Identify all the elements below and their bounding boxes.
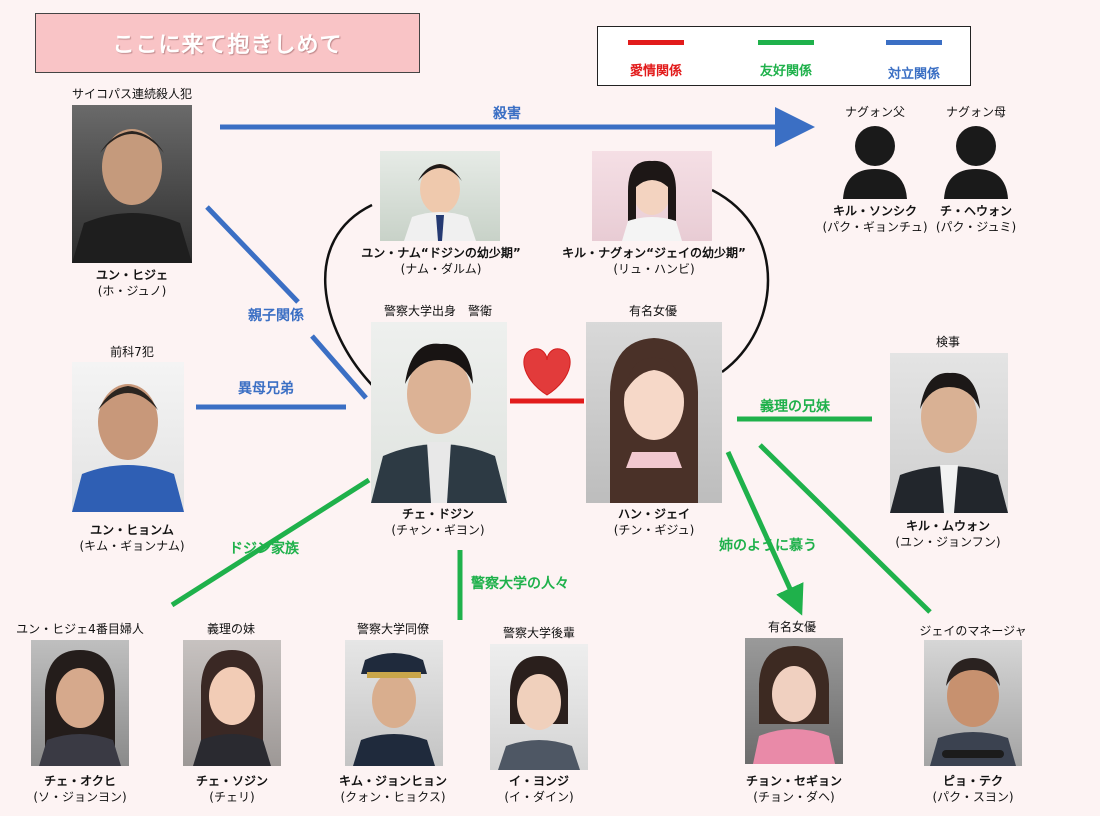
pyo-teku-caption: ピョ・テク (パク・スヨン) <box>932 773 1013 805</box>
legend-love-label: 愛情関係 <box>629 64 682 79</box>
father-role: ナグォン父 <box>844 105 906 119</box>
pyo-teku-name: ピョ・テク <box>942 774 1003 788</box>
manager-line <box>758 443 932 614</box>
yun-hije-actor: (ホ・ジュノ) <box>97 284 167 298</box>
che-okhi-caption: チェ・オクヒ (ソ・ジョンヨン) <box>33 773 126 805</box>
sister-arrow <box>725 450 804 616</box>
che-okhi-actor: (ソ・ジョンヨン) <box>33 790 127 804</box>
han-jei-actor: (チン・ギジュ) <box>613 523 695 537</box>
legend-oppose-label: 対立関係 <box>887 67 940 82</box>
person-silhouette-icon <box>944 126 1008 199</box>
mother-caption: チ・ヘウォン (パク・ジュミ) <box>936 203 1016 235</box>
che-dojin-actor: (チャン・ギヨン) <box>391 523 485 537</box>
che-dojin-role: 警察大学出身 警衛 <box>383 304 493 318</box>
kil-nagon-name: キル・ナグォン“ジェイの幼少期” <box>562 246 746 260</box>
legend-oppose-line <box>886 40 942 45</box>
in-law-label: 義理の兄妹 <box>760 399 830 415</box>
yun-hyeon-photo <box>72 362 184 512</box>
kil-muon-role: 検事 <box>935 335 961 349</box>
page-title: ここに来て抱きしめて <box>112 33 343 58</box>
kil-muon-caption: キル・ムウォン (ユン・ジョンフン) <box>895 518 1000 550</box>
parent-line-bottom <box>310 334 368 400</box>
kim-jonghyon-actor: (クォン・ヒョクス) <box>340 790 446 804</box>
kil-nagon-caption: キル・ナグォン“ジェイの幼少期” (リュ・ハンビ) <box>562 245 746 277</box>
parent-line-top <box>205 205 300 304</box>
yun-hyeon-name: ユン・ヒョンム <box>90 523 174 537</box>
pyo-teku-role: ジェイのマネージャ <box>919 624 1027 638</box>
i-yonji-role: 警察大学後輩 <box>502 626 576 640</box>
i-yonji-photo <box>490 644 588 770</box>
childhood-curve-dojin <box>324 203 373 386</box>
yun-nam-caption: ユン・ナム“ドジンの幼少期” (ナム・ダルム) <box>361 245 520 277</box>
che-dojin-name: チェ・ドジン <box>401 507 474 521</box>
che-sojin-name: チェ・ソジン <box>195 774 269 788</box>
yun-hije-photo <box>72 105 192 263</box>
chon-segyon-caption: チョン・セギョン (チョン・ダヘ) <box>746 773 842 805</box>
pyo-teku-photo <box>924 640 1022 766</box>
yun-hije-role: サイコパス連続殺人犯 <box>71 87 193 101</box>
yun-hyeon-caption: ユン・ヒョンム (キム・ギョンナム) <box>79 522 184 554</box>
mother-actor: (パク・ジュミ) <box>935 220 1017 234</box>
kill-label: 殺害 <box>493 106 521 122</box>
legend: 愛情関係 友好関係 対立関係 <box>597 26 971 86</box>
yun-hije-caption: ユン・ヒジェ (ホ・ジュノ) <box>96 267 168 299</box>
che-okhi-photo <box>31 640 129 766</box>
kim-jonghyon-caption: キム・ジョンヒョン (クォン・ヒョクス) <box>339 773 447 805</box>
chon-segyon-actor: (チョン・ダヘ) <box>753 790 835 804</box>
pyo-teku-actor: (パク・スヨン) <box>932 790 1014 804</box>
che-dojin-caption: チェ・ドジン (チャン・ギヨン) <box>391 506 484 538</box>
childhood-curve-jei <box>711 188 770 374</box>
half-brother-label: 異母兄弟 <box>238 381 294 397</box>
sister-label: 姉のように慕う <box>719 538 817 554</box>
kim-jonghyon-role: 警察大学同僚 <box>356 622 430 636</box>
person-silhouette-icon <box>843 126 907 199</box>
kil-nagon-photo <box>592 151 712 241</box>
che-okhi-name: チェ・オクヒ <box>44 774 116 788</box>
father-name: キル・ソンシク <box>832 204 917 218</box>
che-dojin-photo <box>371 322 507 503</box>
kil-muon-photo <box>890 353 1008 513</box>
yun-hyeon-actor: (キム・ギョンナム) <box>79 539 185 553</box>
legend-love-line <box>628 40 684 45</box>
father-caption: キル・ソンシク (パク・ギョンチュ) <box>822 203 927 235</box>
i-yonji-actor: (イ・ダイン) <box>504 790 574 804</box>
yun-nam-actor: (ナム・ダルム) <box>400 262 482 276</box>
kil-nagon-actor: (リュ・ハンビ) <box>613 262 695 276</box>
chon-segyon-role: 有名女優 <box>767 620 817 634</box>
title-banner: ここに来て抱きしめて <box>35 13 420 73</box>
che-sojin-caption: チェ・ソジン (チェリ) <box>196 773 268 805</box>
che-sojin-role: 義理の妹 <box>206 622 256 636</box>
han-jei-name: ハン・ジェイ <box>617 507 690 521</box>
legend-friend-line <box>758 40 814 45</box>
kil-muon-name: キル・ムウォン <box>905 519 990 533</box>
father-actor: (パク・ギョンチュ) <box>822 220 928 234</box>
yun-nam-photo <box>380 151 500 241</box>
family-label: ドジン家族 <box>229 541 299 557</box>
che-sojin-photo <box>183 640 281 766</box>
heart-icon <box>523 348 571 396</box>
chon-segyon-photo <box>745 638 843 764</box>
yun-hije-name: ユン・ヒジェ <box>95 268 169 282</box>
legend-friend-label: 友好関係 <box>759 64 812 79</box>
i-yonji-caption: イ・ヨンジ (イ・ダイン) <box>504 773 573 805</box>
i-yonji-name: イ・ヨンジ <box>508 774 569 788</box>
yun-nam-name: ユン・ナム“ドジンの幼少期” <box>361 246 521 260</box>
family-line <box>170 477 371 608</box>
mother-role: ナグォン母 <box>945 105 1007 119</box>
che-sojin-actor: (チェリ) <box>209 790 255 804</box>
parent-label: 親子関係 <box>248 308 304 324</box>
mother-name: チ・ヘウォン <box>939 204 1013 218</box>
chon-segyon-name: チョン・セギョン <box>745 774 843 788</box>
han-jei-caption: ハン・ジェイ (チン・ギジュ) <box>614 506 695 538</box>
han-jei-photo <box>586 322 722 503</box>
han-jei-role: 有名女優 <box>628 304 678 318</box>
police-label: 警察大学の人々 <box>471 576 569 592</box>
kil-muon-actor: (ユン・ジョンフン) <box>895 535 1001 549</box>
kim-jonghyon-name: キム・ジョンヒョン <box>338 774 448 788</box>
kim-jonghyon-photo <box>345 640 443 766</box>
yun-hyeon-role: 前科7犯 <box>110 345 154 359</box>
che-okhi-role: ユン・ヒジェ4番目婦人 <box>16 622 144 636</box>
